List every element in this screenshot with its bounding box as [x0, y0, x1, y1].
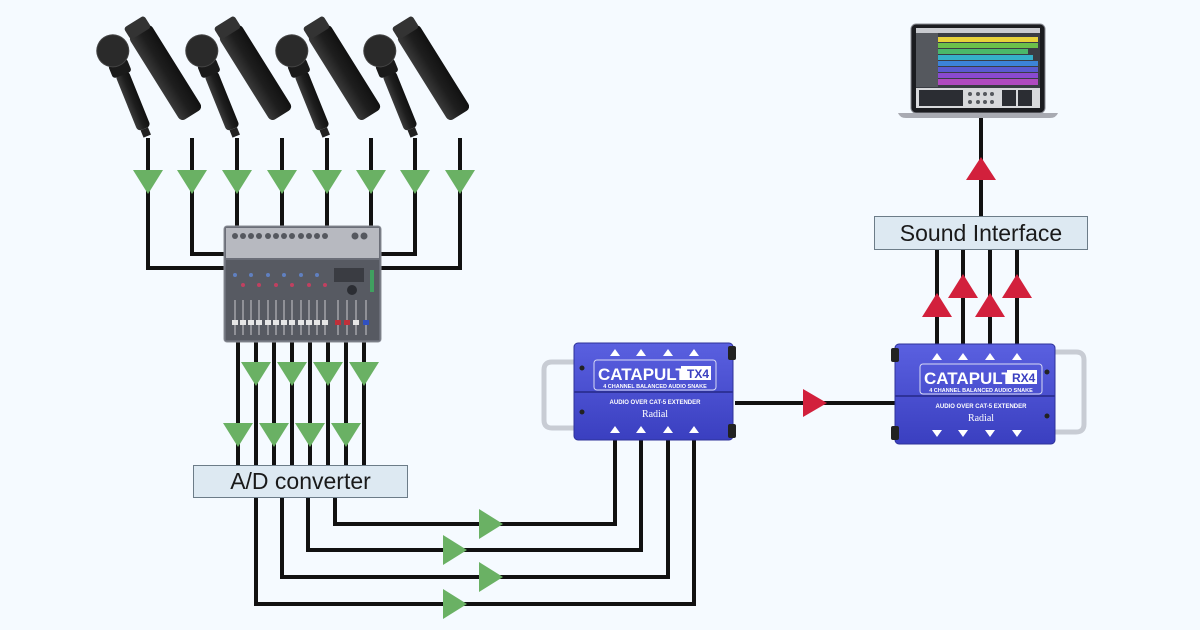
- wire-ad-tx-1: [333, 440, 617, 526]
- microphone-3: [185, 34, 240, 138]
- arrow-down-icon: [313, 362, 343, 386]
- arrow-right-icon: [479, 509, 503, 539]
- catapult-tx4: CATAPULT TX4 4 CHANNEL BALANCED AUDIO SN…: [541, 342, 736, 441]
- daw-tracks: [938, 37, 1038, 85]
- microphone-5: [275, 34, 330, 138]
- laptop-computer: [898, 23, 1058, 118]
- rx4-handle: [1050, 349, 1087, 435]
- arrow-right-icon: [443, 535, 467, 565]
- catapult-rx4: CATAPULT RX4 4 CHANNEL BALANCED AUDIO SN…: [891, 343, 1087, 445]
- tx4-subtitle: 4 CHANNEL BALANCED AUDIO SNAKE: [603, 384, 707, 390]
- wire-ad-tx-4: [254, 440, 696, 606]
- wire-mic-8: [380, 138, 462, 270]
- ad-converter-label: A/D converter: [230, 468, 371, 494]
- tx4-model: TX4: [687, 367, 709, 381]
- microphone-7: [363, 34, 418, 138]
- arrow-down-icon: [267, 170, 297, 194]
- analog-signal-arrows: [133, 170, 503, 619]
- arrow-down-icon: [295, 423, 325, 447]
- tx4-input-markers: [610, 349, 699, 433]
- microphone-1: [96, 34, 151, 138]
- arrow-down-icon: [445, 170, 475, 194]
- wire-mic-7: [380, 138, 417, 256]
- microphone-6: [303, 16, 381, 120]
- arrow-down-icon: [331, 423, 361, 447]
- arrow-up-icon: [1002, 274, 1032, 298]
- arrow-right-icon: [443, 589, 467, 619]
- tx4-handle: [541, 359, 578, 431]
- rx4-model: RX4: [1012, 371, 1036, 385]
- arrow-up-icon: [966, 157, 996, 180]
- arrow-up-icon: [948, 274, 978, 298]
- arrow-down-icon: [223, 423, 253, 447]
- arrow-down-icon: [349, 362, 379, 386]
- arrow-down-icon: [312, 170, 342, 194]
- wire-mic-2: [190, 138, 225, 256]
- digital-signal-arrows: [803, 157, 1032, 417]
- mixing-console: [223, 225, 382, 343]
- arrow-down-icon: [356, 170, 386, 194]
- sound-interface-label: Sound Interface: [899, 220, 1063, 246]
- microphones: [96, 16, 470, 138]
- wire-mic-1: [146, 138, 225, 270]
- arrow-down-icon: [222, 170, 252, 194]
- rx4-brand: CATAPULT: [924, 369, 1012, 388]
- rx4-subtitle: 4 CHANNEL BALANCED AUDIO SNAKE: [929, 388, 1033, 394]
- arrow-right-icon: [803, 389, 827, 417]
- arrow-up-icon: [975, 293, 1005, 317]
- arrow-down-icon: [400, 170, 430, 194]
- microphone-2: [124, 16, 202, 120]
- microphone-8: [392, 16, 470, 120]
- wire-ad-tx-2: [306, 440, 643, 552]
- arrow-down-icon: [177, 170, 207, 194]
- arrow-down-icon: [133, 170, 163, 194]
- wire-ad-tx-3: [280, 440, 670, 579]
- ad-converter-box: A/D converter: [193, 465, 408, 498]
- arrow-down-icon: [277, 362, 307, 386]
- arrow-down-icon: [259, 423, 289, 447]
- mixer-faders: [234, 300, 367, 335]
- arrow-right-icon: [479, 562, 503, 592]
- rx4-maker: Radial: [968, 413, 994, 424]
- tx4-brand: CATAPULT: [598, 365, 686, 384]
- arrow-up-icon: [922, 293, 952, 317]
- mixer-input-jacks: [232, 232, 368, 240]
- rx4-caption: AUDIO OVER CAT-5 EXTENDER: [936, 404, 1028, 410]
- tx4-maker: Radial: [642, 409, 668, 420]
- arrow-down-icon: [241, 362, 271, 386]
- rx4-output-markers: [932, 353, 1022, 437]
- microphone-4: [214, 16, 292, 120]
- tx4-caption: AUDIO OVER CAT-5 EXTENDER: [610, 400, 702, 406]
- sound-interface-box: Sound Interface: [874, 216, 1088, 250]
